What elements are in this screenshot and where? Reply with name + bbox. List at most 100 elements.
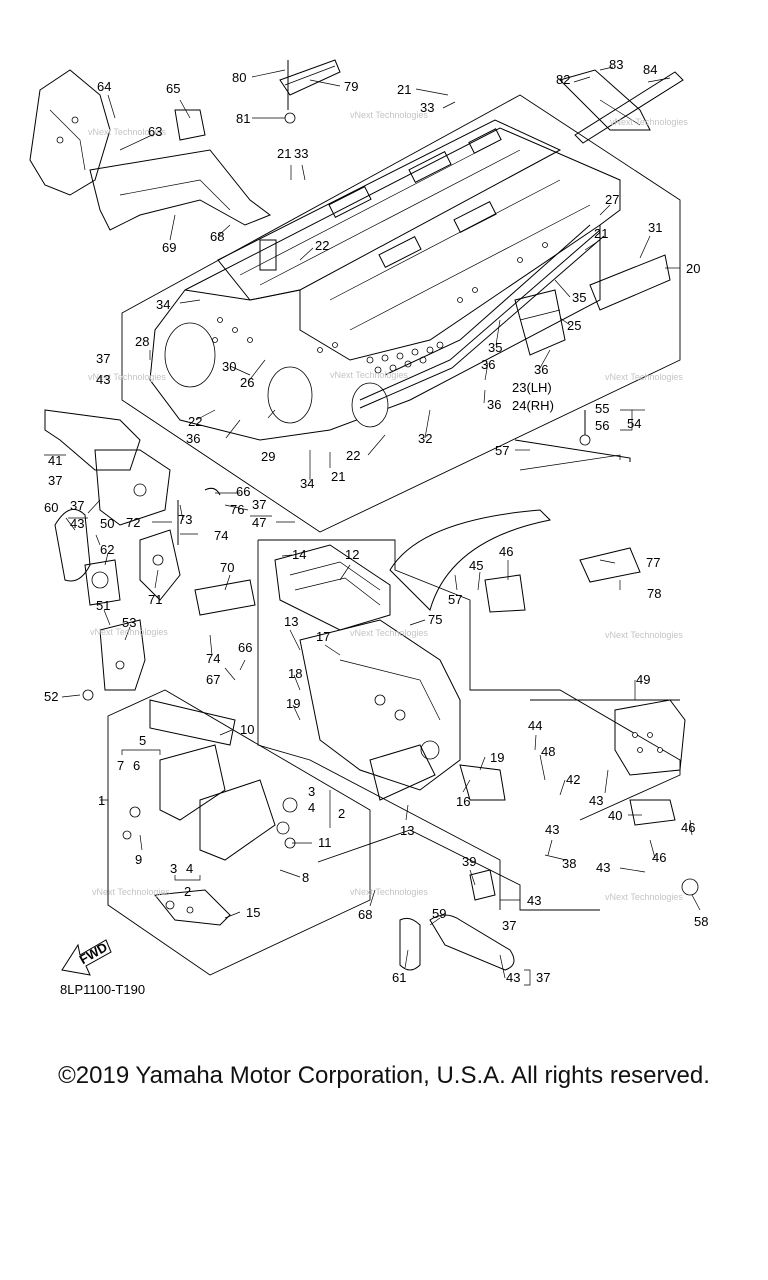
callout-47: 47 xyxy=(252,515,266,530)
callout-74: 74 xyxy=(214,528,228,543)
callout-26: 26 xyxy=(240,375,254,390)
watermark: vNext Technologies xyxy=(90,627,168,637)
callout-33: 33 xyxy=(420,100,434,115)
callout-19: 19 xyxy=(490,750,504,765)
callout-3: 3 xyxy=(308,784,315,799)
callout-28: 28 xyxy=(135,334,149,349)
callout-4: 4 xyxy=(308,800,315,815)
left-side-parts xyxy=(44,409,171,701)
callout-42: 42 xyxy=(566,772,580,787)
callout-36: 36 xyxy=(487,397,501,412)
callout-41: 41 xyxy=(48,453,62,468)
callout-17: 17 xyxy=(316,629,330,644)
callout-57: 57 xyxy=(495,443,509,458)
forward-arrow: FWD xyxy=(61,939,112,976)
callout-3: 3 xyxy=(170,861,177,876)
center-left-parts xyxy=(139,487,256,616)
callout-56: 56 xyxy=(595,418,609,433)
callout-36: 36 xyxy=(481,357,495,372)
callout-58: 58 xyxy=(694,914,708,929)
callout-39: 39 xyxy=(462,854,476,869)
callout-73: 73 xyxy=(178,512,192,527)
bottom-parts xyxy=(399,869,699,971)
callout-67: 67 xyxy=(206,672,220,687)
callout-35: 35 xyxy=(572,290,586,305)
callout-59: 59 xyxy=(432,906,446,921)
callout-43: 43 xyxy=(545,822,559,837)
callout-7: 7 xyxy=(117,758,124,773)
callout-77: 77 xyxy=(646,555,660,570)
callout-52: 52 xyxy=(44,689,58,704)
watermark: vNext Technologies xyxy=(610,117,688,127)
callout-43: 43 xyxy=(589,793,603,808)
callout-27: 27 xyxy=(605,192,619,207)
callout-50: 50 xyxy=(100,516,114,531)
callout-9: 9 xyxy=(135,852,142,867)
callout-22: 22 xyxy=(346,448,360,463)
callout-21: 21 xyxy=(594,226,608,241)
callout-79: 79 xyxy=(344,79,358,94)
callout-71: 71 xyxy=(148,592,162,607)
callout-54: 54 xyxy=(627,416,641,431)
callout-12: 12 xyxy=(345,547,359,562)
callout-37: 37 xyxy=(70,498,84,513)
callout-46: 46 xyxy=(681,820,695,835)
callout-81: 81 xyxy=(236,111,250,126)
right-brackets xyxy=(514,254,671,356)
callout-13: 13 xyxy=(400,823,414,838)
callout-53: 53 xyxy=(122,615,136,630)
callout-82: 82 xyxy=(556,72,570,87)
callout-76: 76 xyxy=(230,502,244,517)
callout-78: 78 xyxy=(647,586,661,601)
callout-84: 84 xyxy=(643,62,657,77)
callout-21: 21 xyxy=(397,82,411,97)
callout-29: 29 xyxy=(261,449,275,464)
callout-68: 68 xyxy=(210,229,224,244)
callout-35: 35 xyxy=(488,340,502,355)
callout-48: 48 xyxy=(541,744,555,759)
watermark: vNext Technologies xyxy=(605,372,683,382)
callout-72: 72 xyxy=(126,515,140,530)
callout-51: 51 xyxy=(96,598,110,613)
group-borders xyxy=(107,94,681,976)
callout-75: 75 xyxy=(428,612,442,627)
callout-83: 83 xyxy=(609,57,623,72)
callout-37: 37 xyxy=(252,497,266,512)
watermark: vNext Technologies xyxy=(330,370,408,380)
callout-31: 31 xyxy=(648,220,662,235)
callout-46: 46 xyxy=(652,850,666,865)
callout-38: 38 xyxy=(562,856,576,871)
callout-37: 37 xyxy=(536,970,550,985)
callout-15: 15 xyxy=(246,905,260,920)
callout-25: 25 xyxy=(567,318,581,333)
callout-36: 36 xyxy=(186,431,200,446)
watermarks: vNext Technologies vNext Technologies vN… xyxy=(88,110,688,902)
callout-34: 34 xyxy=(156,297,170,312)
watermark: vNext Technologies xyxy=(92,887,170,897)
callout-43: 43 xyxy=(506,970,520,985)
fwd-label: FWD xyxy=(77,939,110,967)
front-upper-panel xyxy=(29,69,272,231)
callout-43: 43 xyxy=(70,516,84,531)
callout-74: 74 xyxy=(206,651,220,666)
callout-13: 13 xyxy=(284,614,298,629)
callout-33: 33 xyxy=(294,146,308,161)
center-panel-12 xyxy=(274,544,391,631)
callout-43: 43 xyxy=(527,893,541,908)
callout-23-lh: 23(LH) xyxy=(512,380,552,395)
callout-80: 80 xyxy=(232,70,246,85)
right-cover xyxy=(389,509,641,613)
callout-10: 10 xyxy=(240,722,254,737)
callout-22: 22 xyxy=(315,238,329,253)
drawing-code: 8LP1100-T190 xyxy=(60,982,145,997)
callout-63: 63 xyxy=(148,124,162,139)
lower-steering-assembly xyxy=(122,699,298,926)
callout-70: 70 xyxy=(220,560,234,575)
callout-2: 2 xyxy=(338,806,345,821)
callout-69: 69 xyxy=(162,240,176,255)
callout-43: 43 xyxy=(596,860,610,875)
callout-66: 66 xyxy=(238,640,252,655)
callout-60: 60 xyxy=(44,500,58,515)
callout-45: 45 xyxy=(469,558,483,573)
